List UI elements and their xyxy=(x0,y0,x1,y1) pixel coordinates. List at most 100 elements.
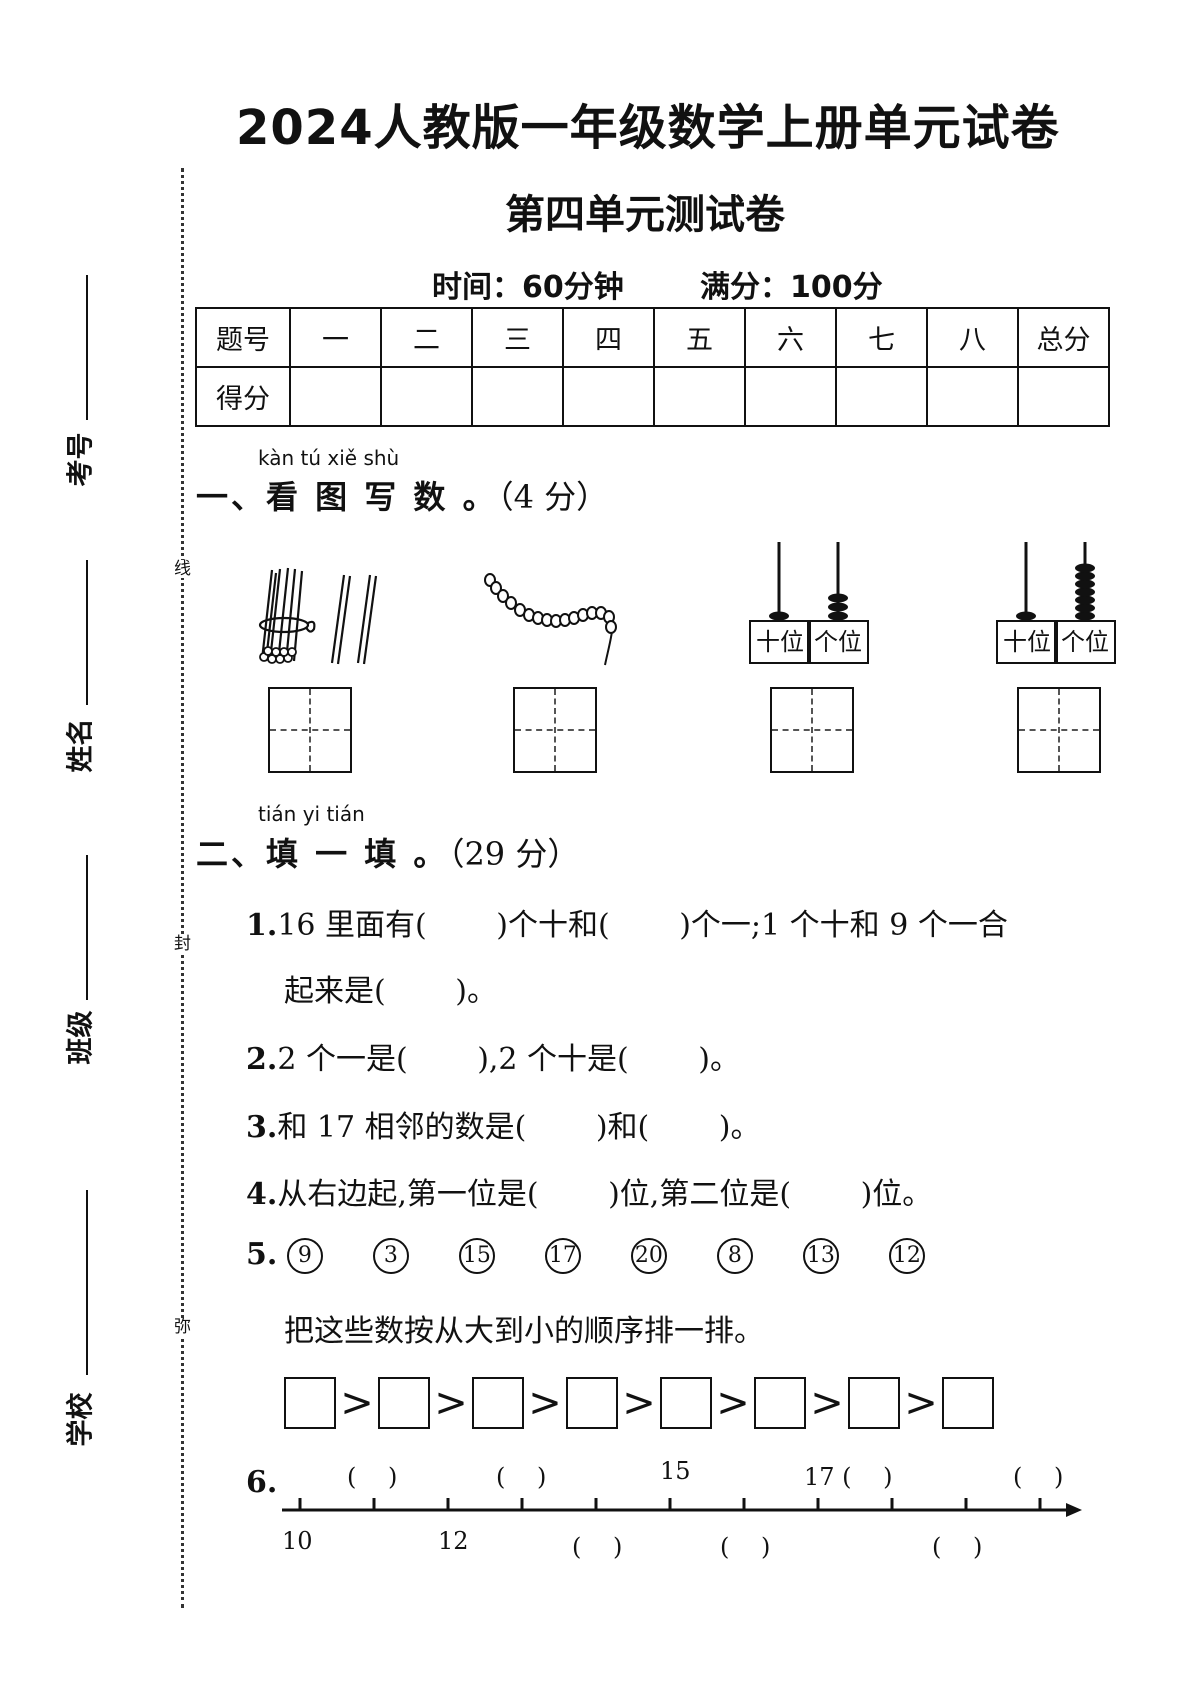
question-1-cont: 起来是( )。 xyxy=(284,974,497,1009)
question-text: 从右边起,第一位是( )位,第二位是( )位。 xyxy=(277,1177,933,1212)
question-number: 3. xyxy=(246,1110,278,1145)
answer-grid-box[interactable] xyxy=(513,687,597,773)
score-cell[interactable] xyxy=(653,366,746,427)
page-title: 2024人教版一年级数学上册单元试卷 xyxy=(236,100,1060,156)
question-5: 5. 9 3 15 17 20 8 13 12 xyxy=(246,1237,975,1274)
order-answer-box[interactable] xyxy=(566,1377,618,1429)
score-cell[interactable] xyxy=(471,366,564,427)
section2-heading: 二、填 一 填 。（29 分） xyxy=(196,829,579,875)
abacus-tens-label: 十位 xyxy=(996,620,1058,664)
circled-number: 17 xyxy=(544,1238,581,1274)
question-number: 5. xyxy=(246,1237,278,1272)
order-answer-box[interactable] xyxy=(754,1377,806,1429)
abacus-2: 十位 个位 xyxy=(996,538,1116,668)
time-info: 时间：60分钟 xyxy=(432,270,624,305)
question-1: 1.16 里面有( )个十和( )个一;1 个十和 9 个一合 xyxy=(246,900,1008,944)
class-line[interactable] xyxy=(86,855,88,1000)
number-line xyxy=(282,1498,1082,1517)
name-label: 姓名 xyxy=(65,718,97,773)
number-line-top-label[interactable]: ( ) xyxy=(347,1463,398,1491)
abacus-rods-1 xyxy=(769,542,848,621)
question-2: 2.2 个一是( ),2 个十是( )。 xyxy=(246,1034,740,1078)
table-header-cell: 六 xyxy=(744,307,837,368)
abacus-rods-2 xyxy=(1016,542,1095,621)
question-text: 和 17 相邻的数是( )和( )。 xyxy=(277,1110,761,1145)
cut-word-close: 弥 xyxy=(174,1317,191,1337)
number-line-top-label[interactable]: 17 ( ) xyxy=(804,1463,893,1491)
question-number: 4. xyxy=(246,1177,278,1212)
section2-points: （29 分） xyxy=(448,835,580,873)
class-label: 班级 xyxy=(65,1010,97,1065)
number-line-bottom-label[interactable]: ( ) xyxy=(720,1533,771,1561)
cut-word-seal: 封 xyxy=(174,934,191,954)
page-subtitle: 第四单元测试卷 xyxy=(505,192,785,238)
score-cell[interactable] xyxy=(562,366,655,427)
number-line-bottom-label[interactable]: ( ) xyxy=(572,1533,623,1561)
table-header-cell: 八 xyxy=(926,307,1019,368)
order-answer-box[interactable] xyxy=(284,1377,336,1429)
abacus-1: 十位 个位 xyxy=(749,538,869,668)
score-cell[interactable] xyxy=(1017,366,1110,427)
question-number: 1. xyxy=(246,908,278,943)
section1-title: 一、看 图 写 数 。 xyxy=(196,478,498,516)
question-3: 3.和 17 相邻的数是( )和( )。 xyxy=(246,1102,760,1146)
name-line[interactable] xyxy=(86,560,88,705)
answer-grid-box[interactable] xyxy=(268,687,352,773)
score-cell[interactable] xyxy=(289,366,382,427)
score-cell[interactable] xyxy=(744,366,837,427)
table-header-cell: 四 xyxy=(562,307,655,368)
answer-grid-box[interactable] xyxy=(1017,687,1101,773)
order-answer-box[interactable] xyxy=(942,1377,994,1429)
abacus-tens-label: 十位 xyxy=(749,620,811,664)
number-line-top-label[interactable]: ( ) xyxy=(1013,1463,1064,1491)
circled-number: 15 xyxy=(458,1238,495,1274)
order-answer-box[interactable] xyxy=(660,1377,712,1429)
number-line-bottom-label: 12 xyxy=(438,1527,469,1555)
number-line-top-label: 15 xyxy=(660,1457,691,1485)
score-cell[interactable] xyxy=(926,366,1019,427)
table-header-cell: 题号 xyxy=(195,307,291,368)
table-header-cell: 总分 xyxy=(1017,307,1110,368)
greater-than-sign: > xyxy=(622,1380,656,1426)
exam-number-label: 考号 xyxy=(65,432,97,487)
cut-word-line: 线 xyxy=(174,559,191,579)
order-answer-box[interactable] xyxy=(378,1377,430,1429)
bundle-and-sticks-image xyxy=(258,567,378,665)
answer-grid-box[interactable] xyxy=(770,687,854,773)
order-answer-box[interactable] xyxy=(472,1377,524,1429)
greater-than-sign: > xyxy=(528,1380,562,1426)
greater-than-sign: > xyxy=(716,1380,750,1426)
greater-than-sign: > xyxy=(340,1380,374,1426)
school-line[interactable] xyxy=(86,1190,88,1375)
number-line-top-label[interactable]: ( ) xyxy=(496,1463,547,1491)
question-text: 2 个一是( ),2 个十是( )。 xyxy=(277,1042,740,1077)
score-cell[interactable] xyxy=(380,366,473,427)
score-table-header-row: 题号 一 二 三 四 五 六 七 八 总分 xyxy=(195,307,1110,368)
section1-points: （4 分） xyxy=(497,478,609,516)
circled-number: 20 xyxy=(630,1238,667,1274)
question-4: 4.从右边起,第一位是( )位,第二位是( )位。 xyxy=(246,1169,932,1213)
score-cell[interactable] xyxy=(835,366,928,427)
table-header-cell: 三 xyxy=(471,307,564,368)
greater-than-sign: > xyxy=(904,1380,938,1426)
school-label: 学校 xyxy=(65,1392,97,1447)
score-table-score-row: 得分 xyxy=(195,366,1110,427)
section1-pinyin: kàn tú xiě shù xyxy=(258,446,400,470)
table-header-cell: 一 xyxy=(289,307,382,368)
abacus-ones-label: 个位 xyxy=(1054,620,1116,664)
circled-number: 12 xyxy=(888,1238,925,1274)
exam-number-line[interactable] xyxy=(86,275,88,420)
abacus-ones-label: 个位 xyxy=(807,620,869,664)
table-header-cell: 七 xyxy=(835,307,928,368)
greater-than-sign: > xyxy=(810,1380,844,1426)
number-line-bottom-label[interactable]: ( ) xyxy=(932,1533,983,1561)
circled-number: 3 xyxy=(372,1238,409,1274)
score-row-label: 得分 xyxy=(195,366,291,427)
question-text: 16 里面有( )个十和( )个一;1 个十和 9 个一合 xyxy=(277,908,1008,943)
bead-string-image xyxy=(484,573,617,666)
circled-number: 13 xyxy=(802,1238,839,1274)
circled-number: 9 xyxy=(286,1238,323,1274)
order-answer-box[interactable] xyxy=(848,1377,900,1429)
question-number: 2. xyxy=(246,1042,278,1077)
circled-number: 8 xyxy=(716,1238,753,1274)
